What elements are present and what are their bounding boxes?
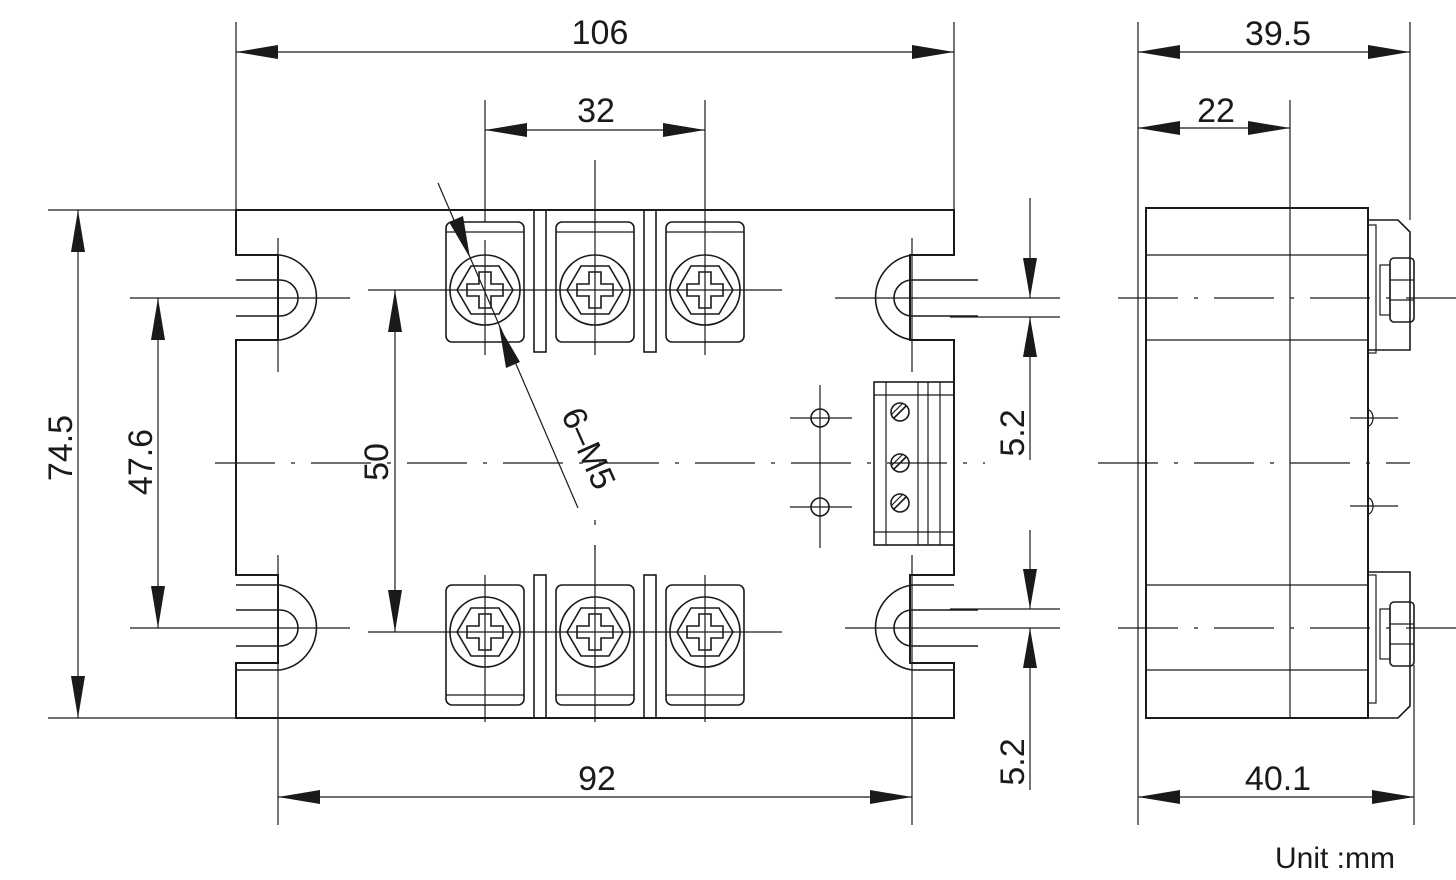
dim-5-2-lower [1023, 530, 1037, 790]
dim-106 [236, 45, 954, 59]
front-view [48, 22, 1060, 825]
dim-47-6 [151, 298, 165, 628]
indicator-pins [790, 385, 852, 548]
label-screw-spec: 6–M5 [553, 402, 622, 495]
label-106: 106 [572, 14, 629, 52]
mount-centerlines [130, 238, 1060, 825]
label-32: 32 [577, 92, 615, 130]
terminal-centerlines [368, 100, 782, 722]
label-5-2-upper: 5.2 [994, 409, 1032, 456]
dim-92 [278, 790, 912, 804]
dim-22 [1138, 121, 1290, 135]
label-40-1: 40.1 [1245, 760, 1311, 798]
label-74-5: 74.5 [42, 415, 80, 481]
dim-39-5 [1138, 45, 1410, 59]
dim-5-2-upper [1023, 198, 1037, 460]
label-92: 92 [578, 760, 616, 798]
side-details [1146, 100, 1415, 719]
label-39-5: 39.5 [1245, 15, 1311, 53]
label-5-2-lower: 5.2 [994, 738, 1032, 785]
control-screw-icon [890, 493, 910, 513]
extension-lines [48, 22, 955, 719]
side-view [1098, 22, 1456, 825]
dim-74-5 [71, 210, 85, 718]
control-screw-icon [890, 402, 910, 422]
dim-50 [388, 290, 402, 632]
label-22: 22 [1197, 92, 1235, 130]
label-50: 50 [358, 443, 396, 481]
dim-32 [485, 123, 705, 137]
screw-spec-leader [437, 182, 579, 509]
unit-label: Unit :mm [1275, 842, 1395, 875]
dim-40-1 [1138, 790, 1414, 804]
label-47-6: 47.6 [122, 429, 160, 495]
